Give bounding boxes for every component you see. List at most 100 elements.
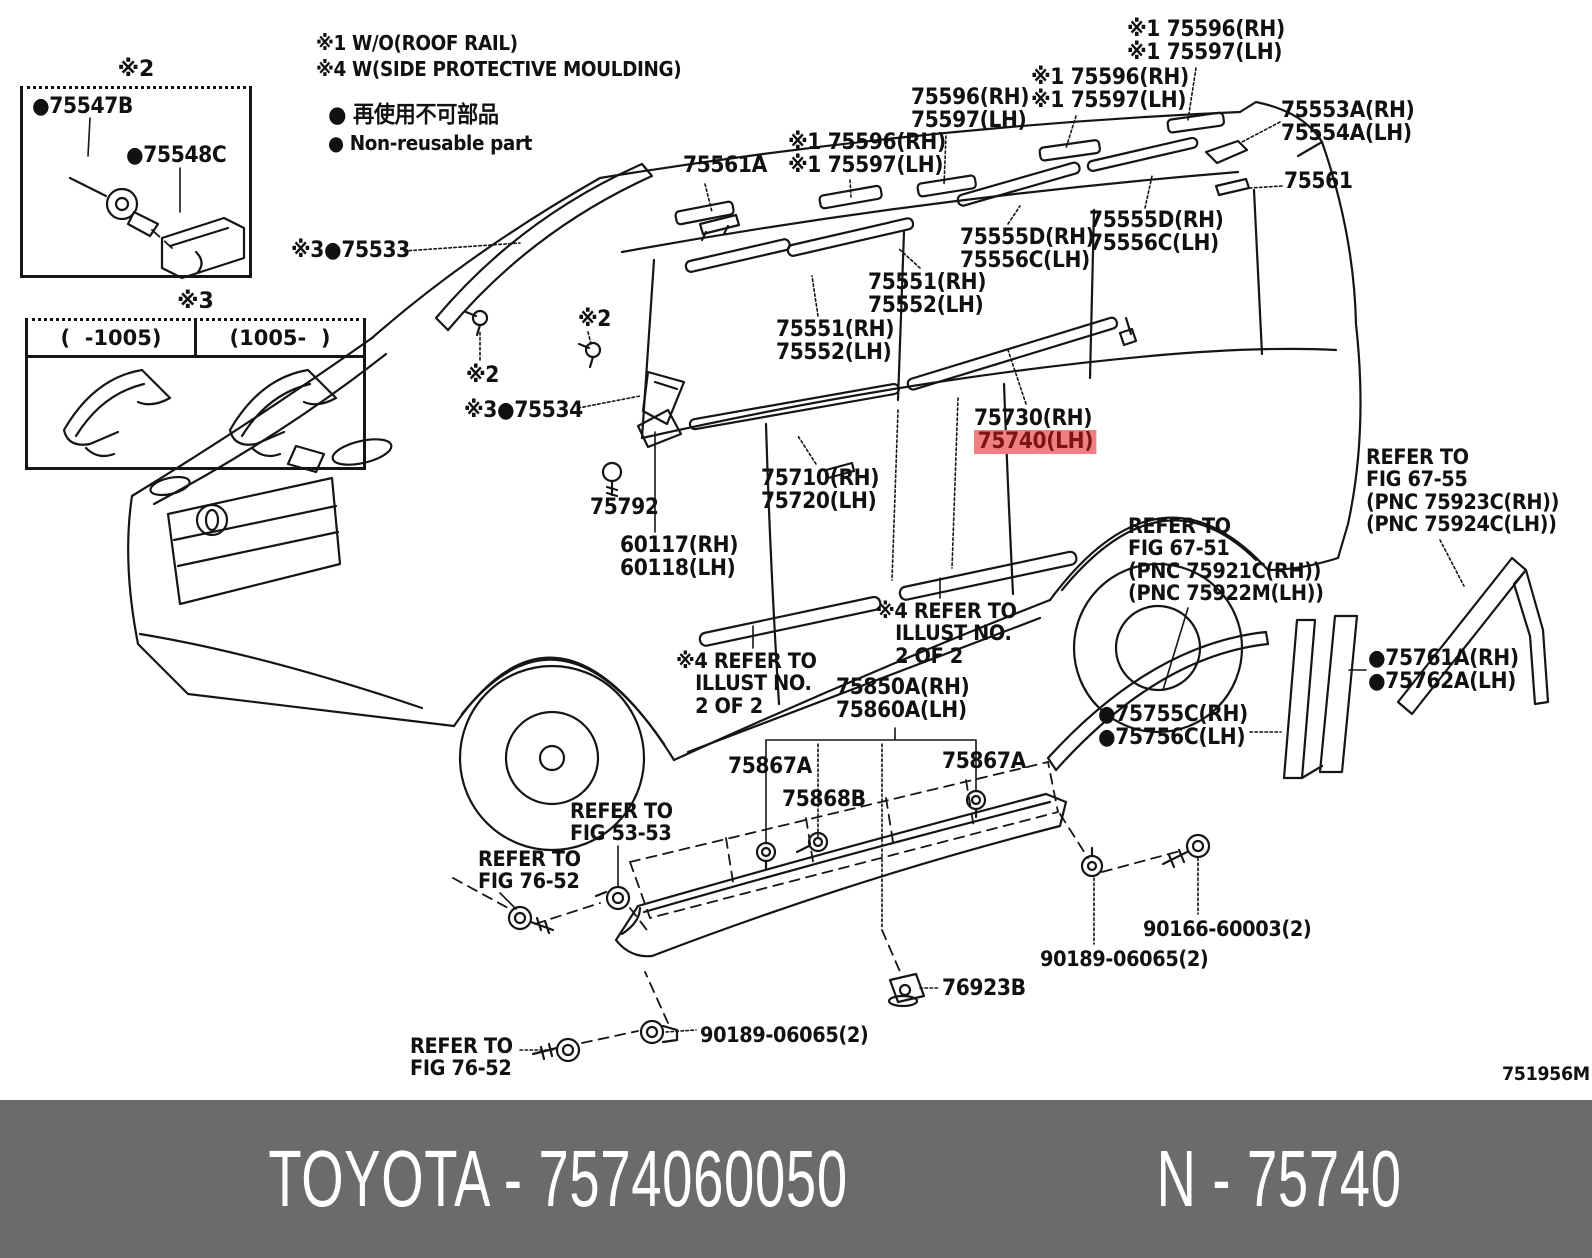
inset-variant-box: ※3 ( -1005) (1005- ) — [25, 289, 366, 470]
part-number-text: (PNC 75924C(LH)) — [1366, 511, 1557, 536]
label-ref2-upper: ※2 — [578, 308, 611, 331]
rivet-75547b — [126, 210, 160, 238]
part-75561a-bracket — [698, 213, 741, 242]
clip-90189-right — [1080, 846, 1104, 878]
footer-pnc: N - 75740 — [1157, 1134, 1403, 1223]
screw-fig-76-52-lower — [531, 1037, 581, 1063]
part-number-text: (PNC 75922M(LH)) — [1128, 580, 1324, 605]
part-number-text: 75860A(LH) — [836, 698, 967, 724]
highlighted-part-number: 75740(LH) — [974, 430, 1097, 454]
part-number-text: 60117(RH) — [620, 533, 739, 558]
part-number-text: ※1 75597(LH) — [1127, 40, 1283, 66]
part-number-text: ※1 75596(RH) — [1127, 17, 1285, 42]
part-number-text: REFER TO — [1366, 445, 1469, 469]
part-number-text: 76923B — [942, 976, 1026, 1001]
inset-variant-box-title: ※3 — [177, 289, 214, 314]
label-75551-75552-upper: 75551(RH)75552(LH) — [868, 270, 987, 319]
part-number-text: 75556C(LH) — [1089, 231, 1219, 257]
label-75596-75597-plain: 75596(RH)75597(LH) — [911, 85, 1030, 134]
part-number-text: ※3●75533 — [291, 238, 410, 263]
note-roof-rail: ※1 W/O(ROOF RAIL) — [316, 31, 518, 55]
part-number-text: ※2 — [466, 363, 500, 388]
part-number-text: 75552(LH) — [776, 340, 892, 366]
label-75548c: ●75548C — [126, 143, 227, 168]
part-number-text: 90189-06065(2) — [1040, 947, 1209, 971]
part-number-text: 2 OF 2 — [876, 643, 963, 668]
label-75730-75740-highlighted: 75730(RH)75740(LH) — [974, 407, 1097, 454]
part-number-text: 75551(RH) — [868, 270, 987, 295]
part-number-text: 75720(LH) — [761, 489, 877, 515]
part-number-text: ●75548C — [126, 143, 227, 168]
label-75551-75552-lower: 75551(RH)75552(LH) — [776, 317, 895, 366]
clip-fig-53-53 — [594, 885, 631, 911]
part-number-text: FIG 67-51 — [1128, 536, 1230, 561]
exploded-parts — [434, 111, 1550, 1063]
part-75561-clip — [1214, 177, 1251, 197]
part-75730-belt-moulding — [906, 316, 1119, 391]
part-number-text: (PNC 75923C(RH)) — [1366, 489, 1560, 514]
part-number-text: 75556C(LH) — [960, 248, 1090, 274]
part-number-text: ※1 75597(LH) — [1031, 88, 1187, 114]
part-number-text: ILLUST NO. — [876, 621, 1012, 646]
part-number-text: ※4 REFER TO — [876, 599, 1017, 623]
part-number-text: 90189-06065(2) — [700, 1023, 869, 1047]
footer-part-number: TOYOTA - 7574060050 — [268, 1134, 849, 1223]
part-number-text: (PNC 75921C(RH)) — [1128, 558, 1322, 583]
label-75867a-right: 75867A — [942, 750, 1026, 773]
footer-banner: TOYOTA - 7574060050 N - 75740 — [0, 1100, 1592, 1258]
part-number-text: 75561 — [1284, 169, 1353, 194]
part-number-text: ●75761A(RH) — [1368, 646, 1519, 671]
leader-lines-solid — [87, 117, 1367, 910]
part-number-text: FIG 76-52 — [478, 869, 580, 894]
label-75555d-75556c-center: 75555D(RH)75556C(LH) — [960, 226, 1095, 273]
part-number-text: 75596(RH) — [911, 85, 1030, 110]
label-75596-75597-right2: ※1 75596(RH)※1 75597(LH) — [1031, 66, 1189, 113]
part-door-frame-moulding — [1396, 556, 1550, 716]
label-75555d-75556c-right: 75555D(RH)75556C(LH) — [1089, 209, 1224, 256]
part-number-text: ※3●75534 — [464, 398, 583, 423]
part-number-text: REFER TO — [478, 847, 581, 871]
part-number-text: 75552(LH) — [868, 293, 984, 319]
part-number-text: 75730(RH) — [974, 406, 1093, 431]
label-75534: ※3●75534 — [464, 399, 583, 422]
part-number-text: ※2 — [578, 307, 612, 332]
part-number-text: REFER TO — [410, 1034, 513, 1058]
label-75792: 75792 — [590, 496, 659, 519]
part-number-text: ※1 75596(RH) — [1031, 65, 1189, 90]
door-mirror — [636, 408, 683, 449]
note-non-reusable-en: ● Non-reusable part — [328, 131, 533, 155]
nut-76923b — [887, 972, 926, 1008]
part-number-text: 75561A — [683, 153, 767, 178]
part-number-text: 75597(LH) — [911, 108, 1027, 134]
part-rocker-moulding — [614, 792, 1068, 958]
part-number-text: ※1 W/O(ROOF RAIL) — [316, 31, 518, 55]
part-number-text: ●75756C(LH) — [1098, 725, 1246, 751]
part-number-text: ● 再使用不可部品 — [328, 102, 499, 128]
label-75867a-left: 75867A — [728, 755, 812, 778]
part-number-text: 75551(RH) — [776, 317, 895, 342]
part-number-text: 75555D(RH) — [960, 225, 1095, 250]
part-number-text: FIG 53-53 — [570, 821, 672, 846]
part-number-text: ● Non-reusable part — [328, 131, 533, 155]
label-75553a-75554a: 75553A(RH)75554A(LH) — [1281, 98, 1415, 146]
part-number-text: FIG 67-55 — [1366, 467, 1468, 492]
note-side-protective-moulding: ※4 W(SIDE PROTECTIVE MOULDING) — [316, 58, 682, 80]
label-ref-illust-left: ※4 REFER TO ILLUST NO. 2 OF 2 — [676, 650, 817, 717]
part-number-text: 75553A(RH) — [1281, 98, 1415, 123]
label-75561a: 75561A — [683, 154, 767, 177]
label-75533: ※3●75533 — [291, 239, 410, 262]
part-75533-moulding — [434, 162, 654, 332]
part-number-text: 2 OF 2 — [676, 693, 763, 718]
part-number-text: 75792 — [590, 495, 659, 520]
part-75553a — [1204, 139, 1249, 165]
part-75755c-moulding — [1046, 630, 1270, 772]
leader-lines-dotted — [403, 67, 1465, 1051]
inset-clip-box-title: ※2 — [117, 57, 155, 82]
part-number-text: ILLUST NO. — [676, 671, 812, 696]
